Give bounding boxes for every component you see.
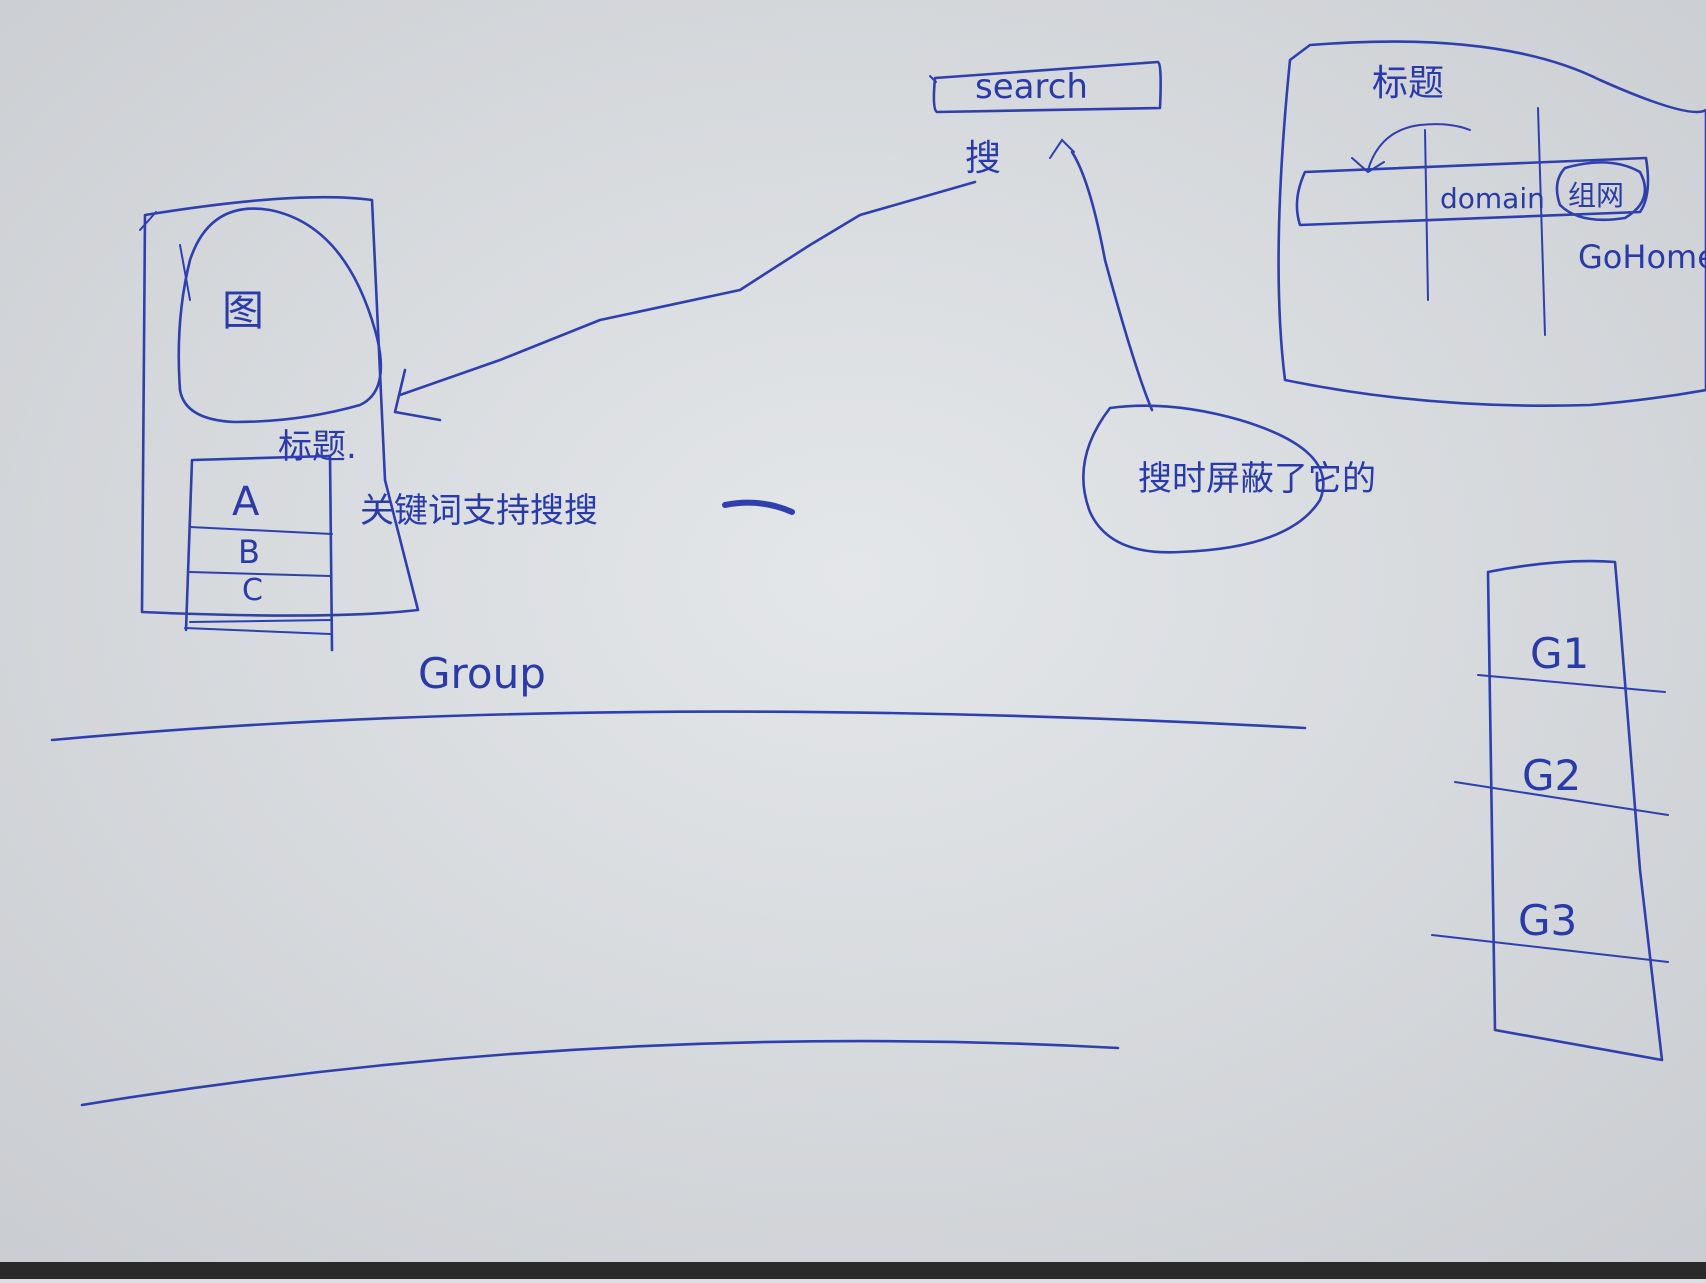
group-item-g3: G3 [1518, 896, 1577, 945]
panel-gohome-label: GoHome [1578, 238, 1706, 276]
image-area [177, 207, 383, 424]
panel-net-label: 组网 [1568, 179, 1624, 212]
group-divider-top [50, 710, 1307, 742]
list-item-c: C [242, 573, 263, 608]
group-list-frame [1431, 559, 1669, 1062]
group-item-g2: G2 [1522, 751, 1581, 800]
panel-domain-label: domain [1440, 182, 1545, 215]
keyword-note: 关键词支持搜搜 [360, 491, 598, 531]
phone-frame [139, 195, 420, 617]
group-label: Group [418, 649, 546, 698]
panel-title: 标题 [1372, 63, 1444, 104]
item-list [184, 454, 334, 652]
hide-note-text: 搜时屏蔽了它的 [1138, 459, 1376, 499]
phone-title-label: 标题. [278, 427, 357, 467]
panel-column-line-1 [1424, 129, 1429, 301]
hide-note-bubble [1082, 404, 1325, 554]
image-glyph: 图 [222, 286, 264, 335]
list-item-b: B [238, 533, 260, 571]
search-arrow-mark [1049, 138, 1075, 159]
search-char: 搜 [965, 138, 1001, 179]
connector-arrowhead [393, 368, 442, 422]
top-right-panel [1277, 40, 1706, 407]
search-box: search [929, 60, 1162, 114]
list-item-a: A [232, 479, 260, 525]
group-item-g1: G1 [1530, 629, 1589, 678]
connector-search-to-note [1070, 150, 1154, 412]
group-divider-bottom [80, 1039, 1120, 1107]
board-bottom-edge [0, 1262, 1706, 1279]
connector-search-to-phone [398, 180, 977, 397]
panel-scroll-arrow [1351, 123, 1471, 174]
image-corner-mark [179, 244, 191, 301]
ink-smudge [722, 499, 795, 515]
net-label-circle [1555, 161, 1647, 222]
panel-tab-strip [1295, 156, 1650, 227]
panel-column-line-2 [1537, 107, 1546, 336]
search-label: search [975, 67, 1088, 107]
